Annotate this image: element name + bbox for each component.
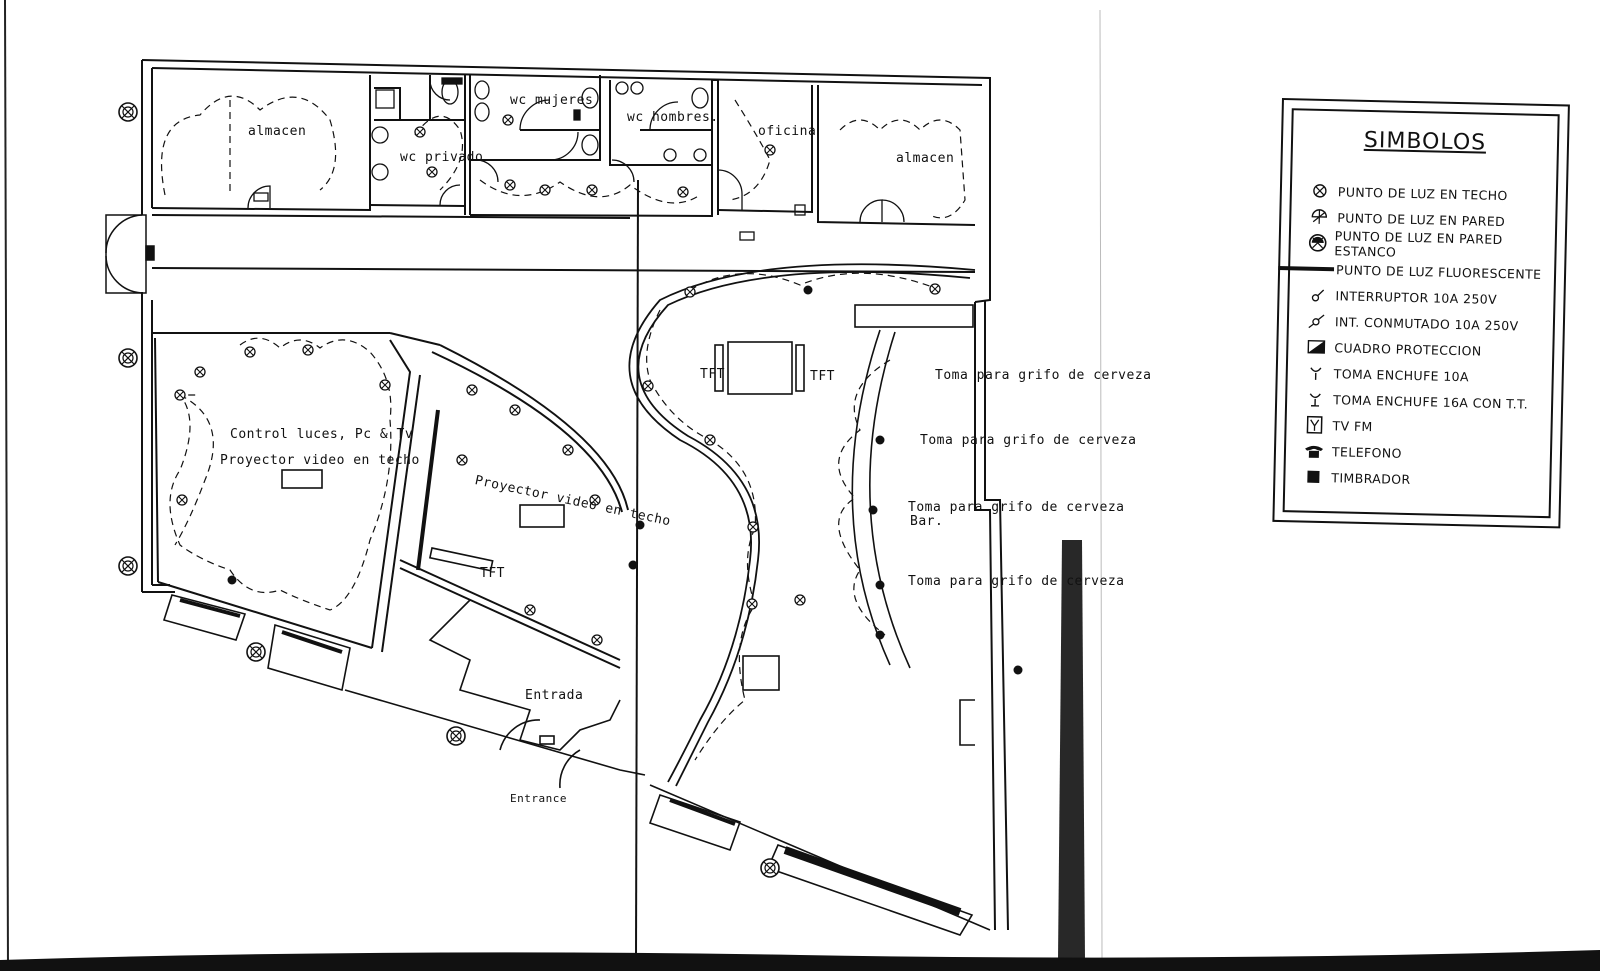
- legend-label: CUADRO PROTECCION: [1334, 339, 1482, 359]
- entrance: [281, 304, 991, 931]
- legend-row: INT. CONMUTADO 10A 250V: [1299, 310, 1519, 335]
- legend-title: SIMBOLOS: [1363, 127, 1487, 156]
- fluorescent-light-icon: [1276, 258, 1336, 279]
- room-label-almacen-left: almacen: [248, 124, 307, 139]
- legend-label: TOMA ENCHUFE 16A CON T.T.: [1333, 391, 1529, 412]
- room-label-wc-mujeres: wc mujeres: [510, 93, 594, 108]
- room-label-entrance: Entrance: [510, 792, 567, 805]
- legend-row: TOMA ENCHUFE 10A: [1298, 362, 1470, 386]
- room-label-entrada: Entrada: [525, 688, 584, 703]
- legend-label: TELEFONO: [1331, 443, 1402, 461]
- annotation-proyector-techo: Proyector video en techo: [220, 453, 420, 468]
- legend-row: PUNTO DE LUZ FLUORESCENTE: [1276, 258, 1542, 284]
- tv-fm-icon: [1296, 414, 1332, 435]
- annotation-bar: Bar.: [910, 514, 944, 529]
- legend-row: TOMA ENCHUFE 16A CON T.T.: [1297, 388, 1528, 413]
- annotation-tft-3: TFT: [810, 369, 835, 384]
- legend-row: TV FM: [1296, 414, 1373, 436]
- legend-row: CUADRO PROTECCION: [1298, 336, 1482, 360]
- legend-row: PUNTO DE LUZ EN PARED: [1301, 206, 1505, 231]
- socket-16a-icon: [1297, 388, 1333, 409]
- telephone-icon: [1296, 440, 1332, 461]
- room-label-wc-privado: wc privado: [400, 150, 484, 165]
- doorbell-icon: [1295, 466, 1331, 487]
- wiring: [161, 95, 966, 761]
- legend-row: INTERRUPTOR 10A 250V: [1299, 284, 1497, 308]
- annotation-tft-2: TFT: [700, 367, 725, 382]
- ceiling-light-icon: [1302, 180, 1338, 201]
- annotation-control-luces: Control luces, Pc & Tv: [230, 427, 414, 442]
- legend-box: SIMBOLOS PUNTO DE LUZ EN TECHO PUNTO DE …: [1272, 98, 1570, 529]
- wc-fixtures: [253, 77, 806, 241]
- legend-label: PUNTO DE LUZ EN PARED ESTANCO: [1334, 228, 1503, 260]
- annotation-toma-2: Toma para grifo de cerveza: [920, 433, 1137, 448]
- bar-counter: [851, 329, 911, 669]
- legend-label: PUNTO DE LUZ EN TECHO: [1337, 183, 1508, 203]
- top-rooms: [151, 75, 976, 334]
- legend-label: TOMA ENCHUFE 10A: [1333, 365, 1470, 384]
- sealed-wall-light-icon: [1301, 232, 1335, 253]
- protection-panel-icon: [1298, 336, 1334, 357]
- legend-row: TIMBRADOR: [1295, 466, 1411, 489]
- annotation-toma-1: Toma para grifo de cerveza: [935, 368, 1152, 383]
- legend-label: TIMBRADOR: [1331, 469, 1411, 487]
- legend-label: INTERRUPTOR 10A 250V: [1335, 287, 1498, 307]
- legend-row: PUNTO DE LUZ EN TECHO: [1302, 180, 1508, 205]
- annotation-tft-1: TFT: [480, 566, 505, 581]
- socket-10a-icon: [1298, 362, 1334, 383]
- lounge-walls: [154, 332, 629, 669]
- legend-row: PUNTO DE LUZ EN PARED ESTANCO: [1301, 228, 1555, 260]
- legend-row: TELEFONO: [1296, 440, 1402, 462]
- annotation-toma-3: Toma para grifo de cerveza: [908, 500, 1125, 515]
- legend-label: TV FM: [1332, 417, 1373, 434]
- annotation-toma-4: Toma para grifo de cerveza: [908, 574, 1125, 589]
- room-label-wc-hombres: wc hombres.: [627, 110, 719, 125]
- two-way-switch-icon: [1299, 310, 1335, 331]
- room-label-almacen-right: almacen: [896, 151, 955, 166]
- room-label-oficina: oficina: [758, 124, 817, 139]
- left-doors: [105, 214, 155, 294]
- legend-label: PUNTO DE LUZ FLUORESCENTE: [1335, 261, 1542, 282]
- beer-tap-points: [227, 285, 1023, 675]
- front-windows: [162, 594, 974, 936]
- legend-label: PUNTO DE LUZ EN PARED: [1337, 209, 1506, 229]
- legend-label: INT. CONMUTADO 10A 250V: [1334, 313, 1519, 333]
- top-doors: [247, 79, 905, 223]
- switch-icon: [1299, 284, 1335, 305]
- wall-light-icon: [1301, 206, 1337, 227]
